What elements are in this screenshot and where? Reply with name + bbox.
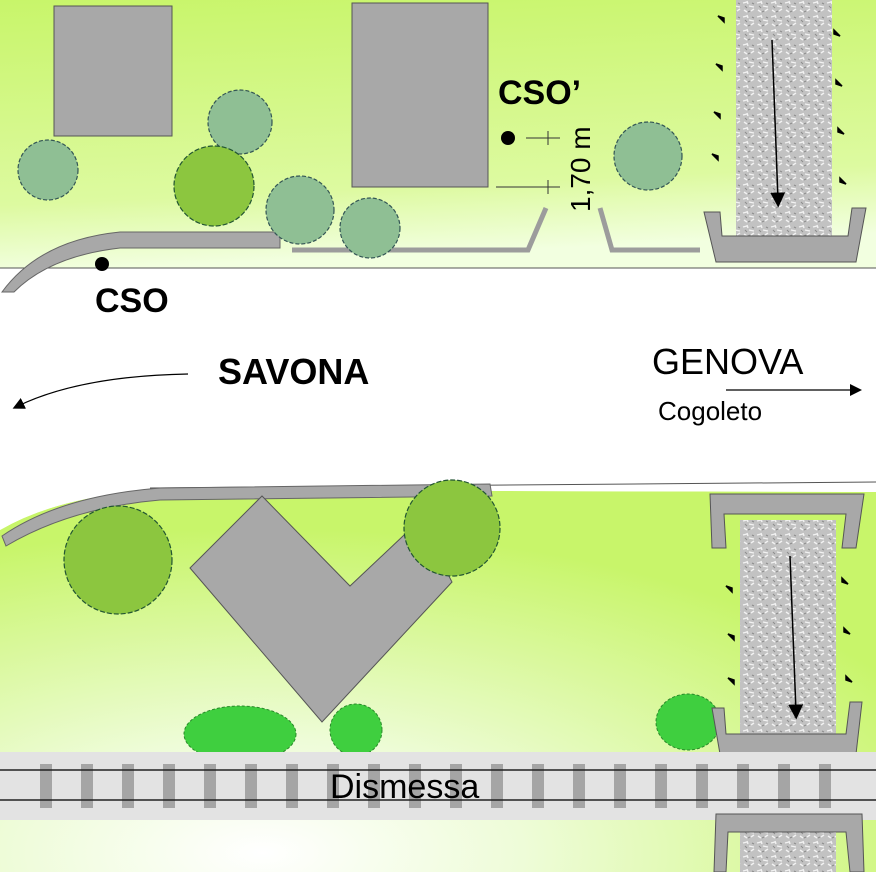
railway-sleeper — [245, 764, 257, 808]
railway-sleeper — [327, 764, 339, 808]
bush-bottom-1 — [63, 505, 173, 615]
stream-bottom-bank-ticks — [725, 576, 853, 686]
railway-sleeper — [286, 764, 298, 808]
cso-marker — [95, 257, 109, 271]
cso-prime-label: CSO’ — [498, 74, 581, 112]
bush-top-4 — [265, 175, 335, 245]
stream-top-flow-arrow — [770, 39, 786, 208]
arrow-savona — [12, 373, 189, 409]
railway-sleeper — [163, 764, 175, 808]
bridge-bottom-upper — [709, 493, 865, 549]
building-top-middle — [351, 2, 489, 188]
stream-top-bank-ticks — [711, 15, 847, 185]
sidewalk-bottom — [1, 483, 493, 547]
road — [0, 268, 876, 530]
stream-bottom-flow-arrow — [788, 555, 804, 720]
genova-label: GENOVA — [652, 341, 803, 382]
railway-sleeper — [40, 764, 52, 808]
cogoleto-label: Cogoleto — [658, 396, 762, 426]
sidewalk-top — [1, 231, 281, 293]
savona-label: SAVONA — [218, 351, 369, 392]
bush-top-3 — [173, 145, 255, 227]
bush-top-1 — [17, 139, 79, 201]
railway-sleeper — [573, 764, 585, 808]
railway-sleeper — [204, 764, 216, 808]
bush-top-2 — [207, 89, 273, 155]
bush-top-6 — [613, 121, 683, 191]
railway-sleeper — [819, 764, 831, 808]
railway-bed — [0, 752, 876, 820]
railway-sleeper — [409, 764, 421, 808]
bush-bottom-2 — [403, 479, 501, 577]
cso-prime-marker — [501, 131, 515, 145]
bush-top-5 — [339, 197, 401, 259]
railway-sleeper — [122, 764, 134, 808]
railway-sleeper — [532, 764, 544, 808]
railway-sleeper — [368, 764, 380, 808]
cso-label: CSO — [95, 282, 169, 320]
bridge-bottom-end — [713, 813, 865, 872]
shrub-bottom-3 — [655, 693, 721, 751]
railway-sleeper — [81, 764, 93, 808]
railway-sleepers — [40, 764, 831, 808]
railway-sleeper — [450, 764, 462, 808]
railway-label: Dismessa — [330, 768, 479, 806]
shrub-bottom-2 — [329, 703, 383, 757]
railway-sleeper — [737, 764, 749, 808]
railway-sleeper — [491, 764, 503, 808]
railway-sleeper — [778, 764, 790, 808]
railway-sleeper — [696, 764, 708, 808]
railway-sleeper — [655, 764, 667, 808]
building-top-left — [53, 5, 173, 137]
height-label: 1,70 m — [565, 126, 596, 212]
railway-sleeper — [614, 764, 626, 808]
bridge-top — [703, 207, 867, 263]
stream-top — [736, 0, 832, 238]
